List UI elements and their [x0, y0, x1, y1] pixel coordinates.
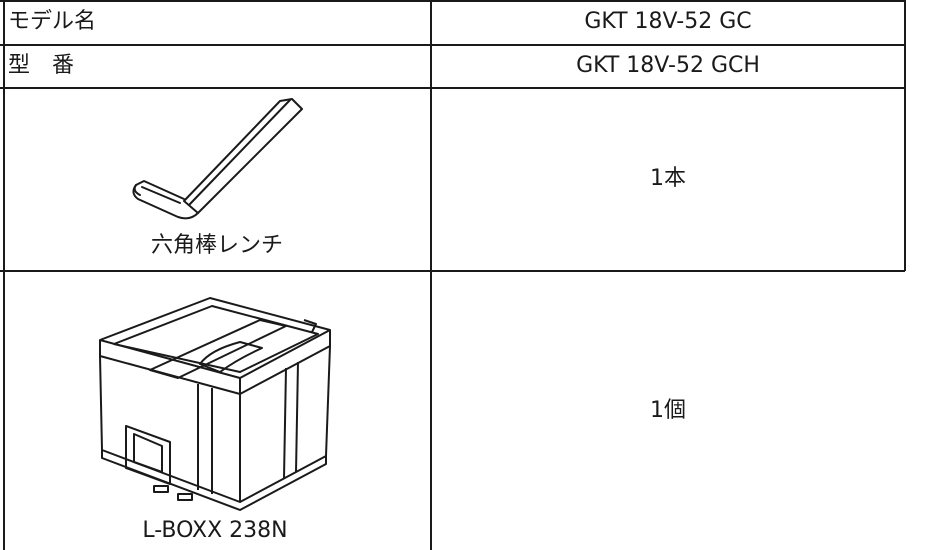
case-name: L-BOXX 238N [142, 518, 288, 543]
model-number-value: GKT 18V-52 GCH [576, 53, 760, 78]
table-row-divider [0, 270, 905, 272]
model-number-label: 型 番 [8, 53, 75, 78]
table-row-divider [0, 44, 905, 46]
hex-key-icon [132, 98, 303, 220]
model-name-value: GKT 18V-52 GC [584, 9, 752, 34]
case-quantity: 1個 [650, 398, 686, 423]
hex-key-quantity: 1本 [650, 166, 686, 191]
table-row-divider [0, 87, 905, 89]
tool-case-icon [99, 297, 331, 511]
table-border-top [0, 0, 905, 2]
table-column-divider [430, 0, 432, 550]
table-border-left [3, 0, 5, 550]
hex-key-name: 六角棒レンチ [150, 233, 284, 258]
model-name-label: モデル名 [8, 9, 97, 34]
table-border-right [904, 0, 906, 271]
